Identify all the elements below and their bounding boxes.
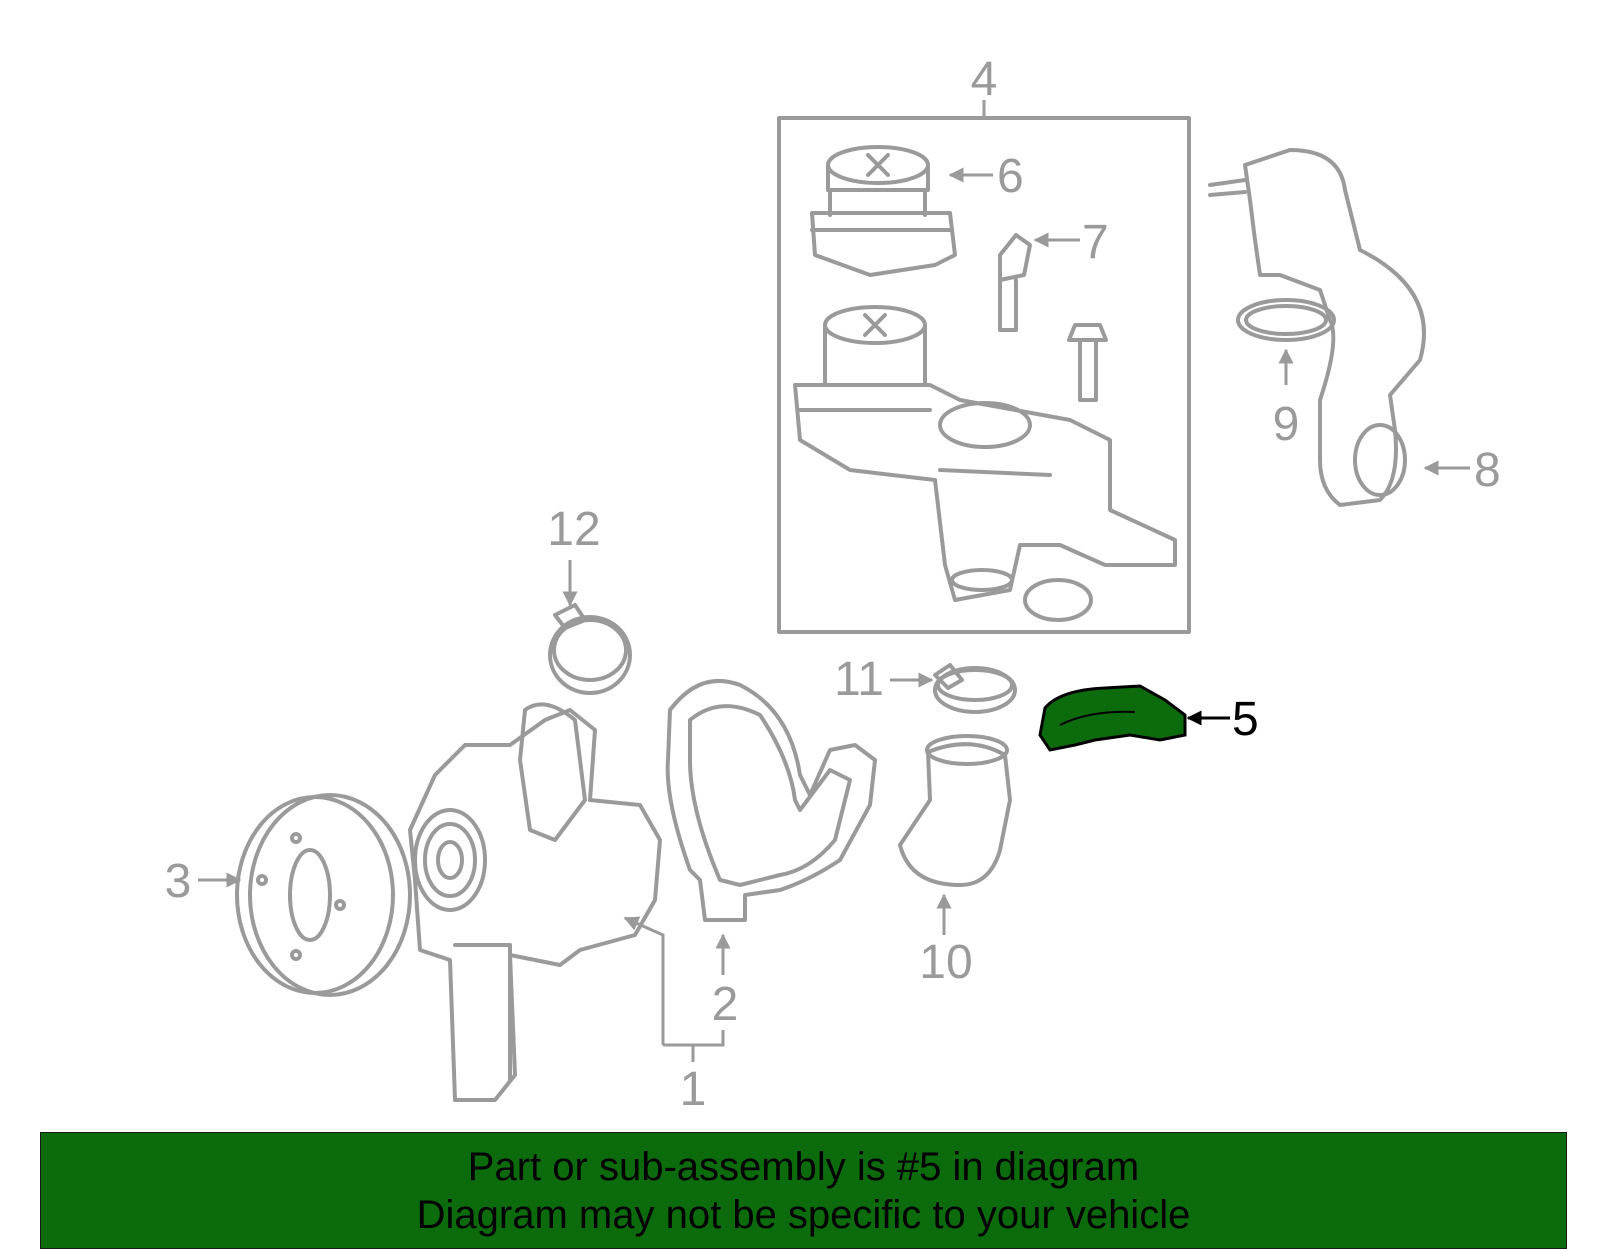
callout-1: 1 bbox=[680, 1063, 707, 1116]
part-7-temperature-sensor bbox=[998, 233, 1032, 332]
callout-9: 9 bbox=[1273, 398, 1300, 451]
mounting-bolt bbox=[1067, 323, 1108, 402]
part-2-gasket bbox=[665, 678, 877, 922]
part-3-pulley bbox=[235, 793, 412, 997]
part-6-reservoir-cap bbox=[810, 145, 957, 277]
assembly-box-4 bbox=[777, 100, 1191, 634]
callout-10: 10 bbox=[919, 936, 972, 989]
part-1-water-pump bbox=[408, 702, 662, 1102]
callout-3: 3 bbox=[165, 855, 192, 908]
part-8-coolant-hose bbox=[1208, 148, 1426, 507]
banner-line-1: Part or sub-assembly is #5 in diagram bbox=[467, 1145, 1140, 1189]
part-9-o-ring bbox=[1236, 298, 1336, 342]
banner-line-2: Diagram may not be specific to your vehi… bbox=[416, 1193, 1191, 1237]
part-10-hose bbox=[898, 734, 1012, 887]
callout-11: 11 bbox=[834, 653, 884, 706]
part-11-hose-clamp bbox=[933, 663, 1017, 714]
callout-12: 12 bbox=[547, 503, 600, 556]
callout-4: 4 bbox=[971, 53, 998, 106]
callout-6: 6 bbox=[997, 150, 1024, 203]
callouts: 4 6 7 8 9 12 11 5 10 2 3 1 bbox=[165, 53, 1501, 1116]
callout-5: 5 bbox=[1232, 693, 1259, 746]
info-banner: Part or sub-assembly is #5 in diagram Di… bbox=[40, 1132, 1567, 1249]
thermostat-housing bbox=[793, 305, 1177, 622]
part-12-hose-clamp bbox=[548, 603, 632, 695]
callout-8: 8 bbox=[1474, 444, 1501, 497]
part-5-gasket-highlighted bbox=[1038, 684, 1187, 752]
callout-7: 7 bbox=[1082, 216, 1109, 269]
callout-2: 2 bbox=[712, 978, 739, 1031]
leader-lines bbox=[198, 167, 1470, 1062]
